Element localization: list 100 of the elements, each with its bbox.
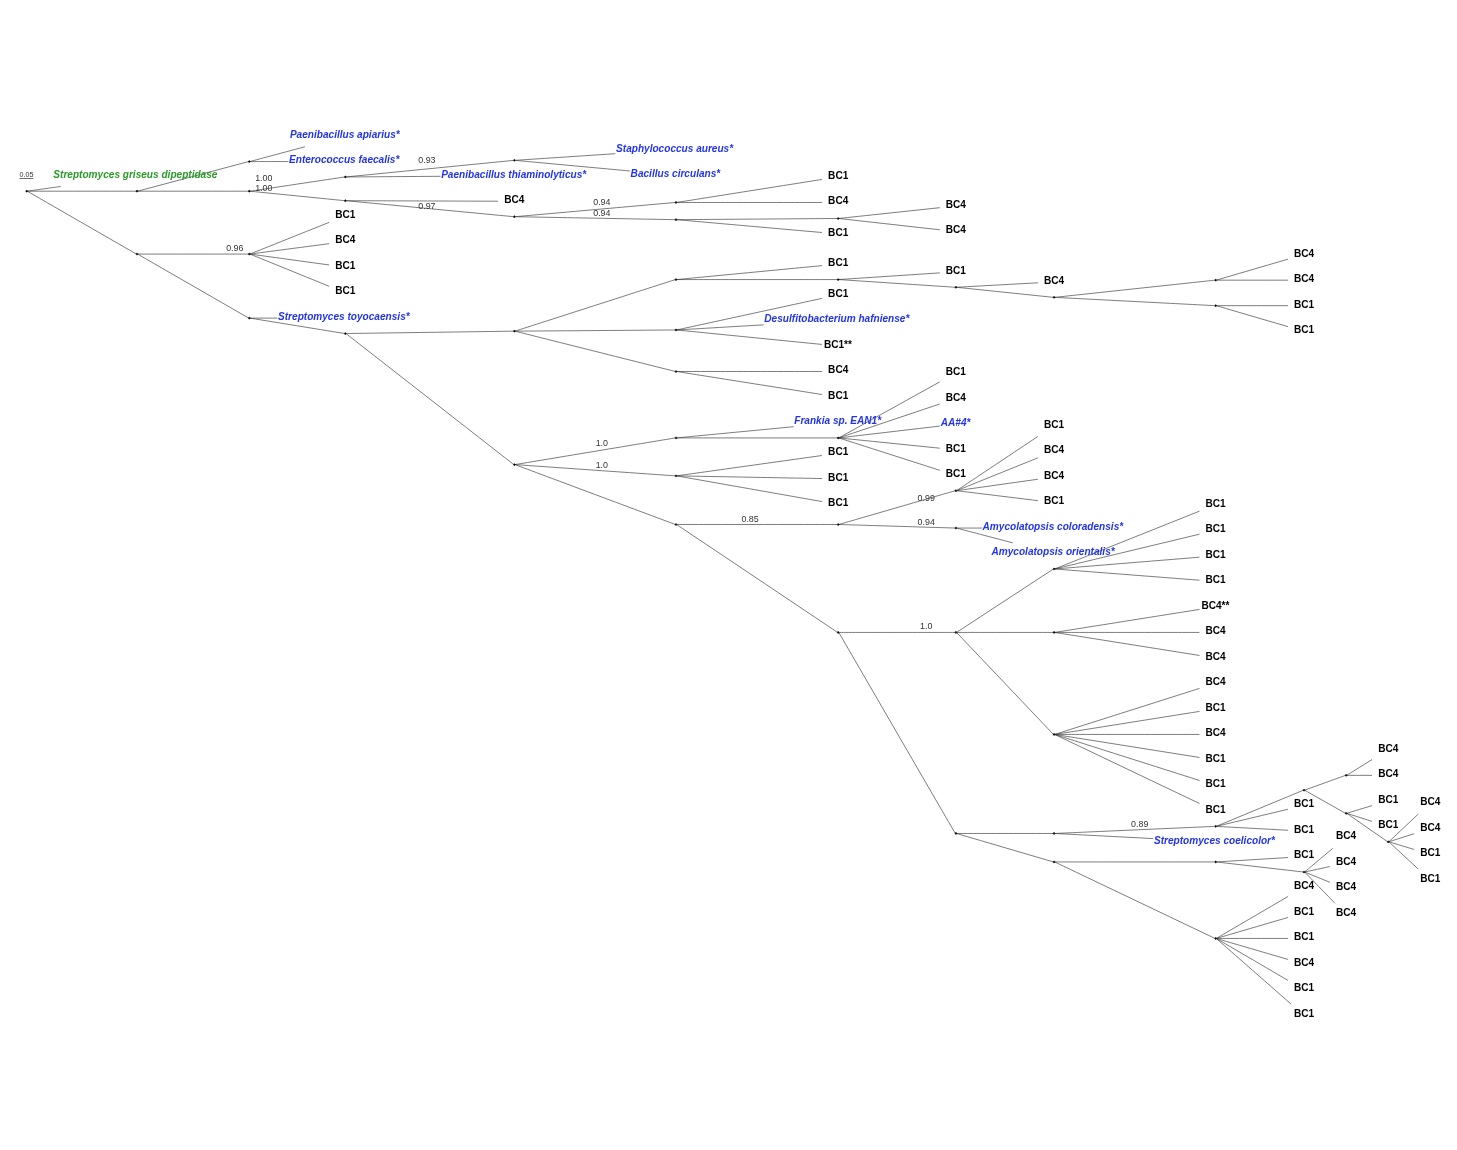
node-text: BC4 [1205,624,1226,636]
connector [676,264,823,280]
connector [838,425,941,438]
node-text: BC1 [1205,522,1226,534]
node-text: Streptomyces griseus dipeptidase [53,168,218,180]
node-text: BC1 [828,471,849,483]
node-text: BC1 [1205,573,1226,585]
connector [514,463,676,525]
connector [249,253,330,265]
node-text: BC1 [1293,905,1315,917]
node-text: BC1 [945,442,966,454]
node-point [1052,295,1056,298]
node-text: BC1 [1378,818,1399,830]
edge-label: 1.00 [255,172,273,183]
connector [514,278,676,331]
node-point [1214,824,1217,827]
connector [515,215,676,220]
connector [345,332,514,465]
connector [27,190,137,254]
node-text: BC1 [335,284,356,296]
connector [137,190,249,191]
node-point [1214,860,1217,863]
node-text: BC1 [1043,494,1065,506]
node-text: BC1 [828,445,849,457]
connector [676,425,794,438]
connector [514,330,676,372]
connector [1216,916,1289,939]
connector [838,206,941,219]
node-point [513,158,516,161]
node-text: Streptomyces coelicolor* [1153,834,1275,846]
node-text: BC1 [828,496,849,508]
connector [1054,608,1200,633]
connector [249,190,345,201]
connector [838,631,956,633]
node-point [1214,278,1217,281]
connector [956,282,1039,288]
node-point [1052,831,1056,835]
connector [1304,871,1331,883]
connector [1216,937,1292,1004]
connector [956,489,1039,501]
connector [676,278,838,280]
connector [1216,789,1304,826]
node-text: BC1 [1293,930,1315,942]
node-text: Staphylococcus aureus* [616,142,734,154]
connector [676,297,823,330]
node-point [1302,870,1306,873]
node-text: BC4** [1201,599,1230,611]
connector [1054,296,1215,306]
connector [249,317,345,334]
node-point [674,277,678,281]
connector [1054,510,1200,569]
node-point [248,252,251,255]
node-text: BC1 [1205,752,1226,764]
connector [838,403,941,438]
connector [1346,812,1373,822]
node-text: Bacillus circulans* [630,167,721,179]
edge-label: 0.94 [593,196,611,207]
connector [1346,812,1388,842]
node-text: BC4 [1336,906,1357,918]
node-point [1052,860,1056,863]
node-text: BC4 [1378,767,1399,779]
connector [27,190,137,191]
connector [676,475,823,479]
node-text: Streptomyces toyocaensis* [278,310,410,322]
node-point [954,489,958,492]
node-text: BC4 [1205,726,1226,738]
connector [1216,937,1289,939]
edge-label: 0.96 [226,242,244,253]
connector [1388,841,1415,850]
connector [515,201,676,217]
node-text: Enterococcus faecalis* [289,153,400,165]
connector [838,632,956,833]
node-text: BC1 [335,259,356,271]
node-point [837,277,840,281]
node-text: BC4 [945,391,966,403]
connector [137,160,249,191]
edge-label: 0.93 [418,154,436,165]
node-point [513,329,516,332]
connector [676,178,823,203]
connector [676,523,838,525]
node-point [674,369,678,373]
connector [676,454,823,476]
connector [1054,710,1200,735]
connector [1304,865,1331,872]
connector [515,152,616,161]
connector [345,199,514,217]
connector [514,437,676,465]
connector [1054,861,1215,939]
node-text: BC1 [1420,846,1441,858]
node-text: BC4 [1293,272,1315,284]
connector [1216,808,1289,827]
node-text: BC4 [1293,247,1315,258]
node-point [674,522,678,526]
node-point [1214,304,1217,307]
node-text: BC1 [828,256,849,268]
connector [676,201,823,203]
node-text: BC4 [1336,855,1357,867]
node-text: BC4 [1420,795,1441,807]
connector [676,217,838,220]
connector [956,286,1054,298]
